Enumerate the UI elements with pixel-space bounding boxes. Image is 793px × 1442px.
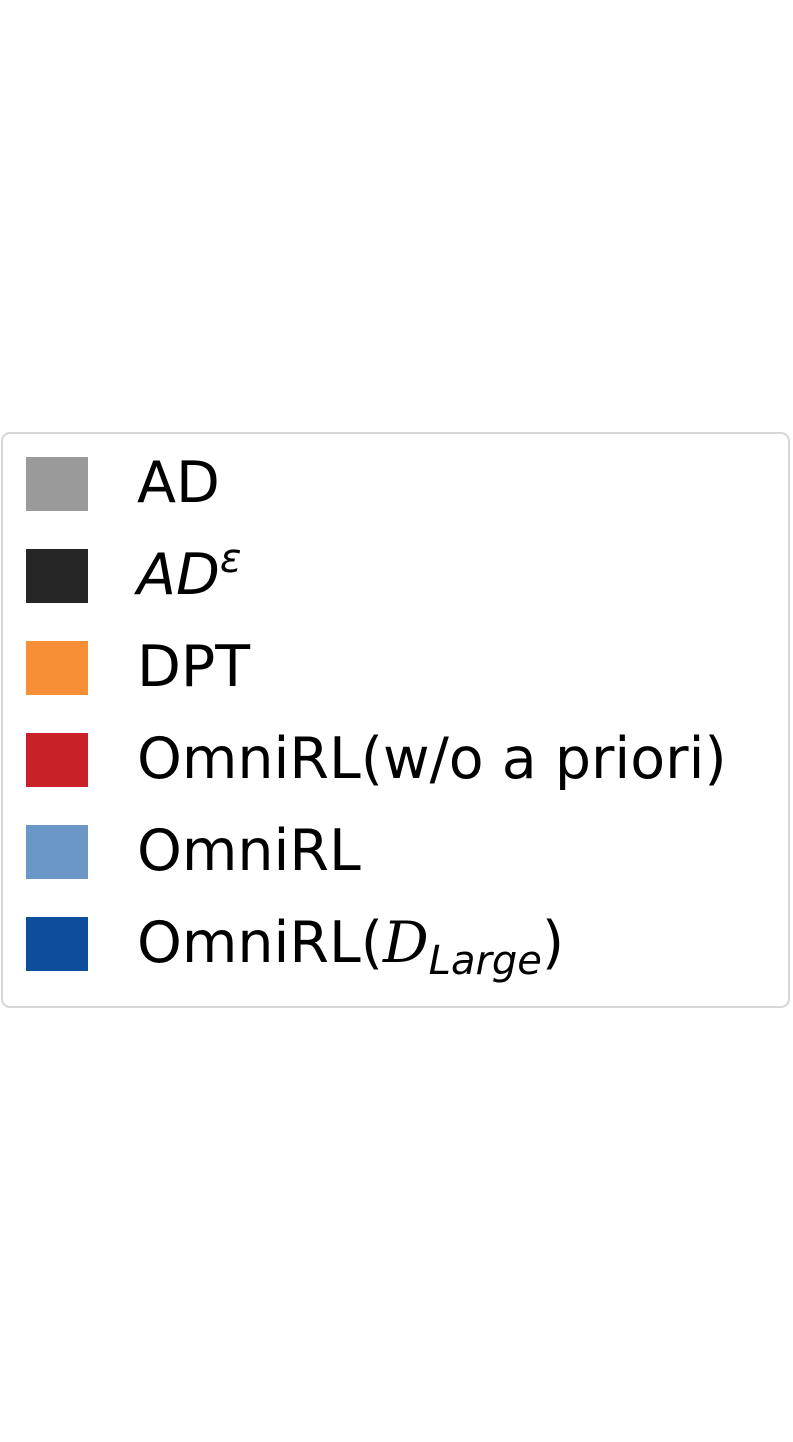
legend-entry-omnirl-dlarge: OmniRL(DLarge) <box>3 910 788 984</box>
legend-label-dpt: DPT <box>137 634 251 700</box>
legend-label-omnirl-dlarge: OmniRL(DLarge) <box>137 910 565 984</box>
legend-label-omnirl-no-prior: OmniRL(w/o a priori) <box>137 726 727 792</box>
legend-entry-ad: AD <box>3 450 788 516</box>
legend-swatch-ad <box>26 457 88 511</box>
legend-entry-omnirl: OmniRL <box>3 818 788 884</box>
legend-label-omnirl: OmniRL <box>137 818 361 884</box>
legend-entry-omnirl-no-prior: OmniRL(w/o a priori) <box>3 726 788 792</box>
legend-swatch-dpt <box>26 641 88 695</box>
legend-entry-ad-epsilon: ADε <box>3 536 788 608</box>
legend-swatch-ad-epsilon <box>26 549 88 603</box>
legend-swatch-omnirl-no-prior <box>26 733 88 787</box>
legend-swatch-omnirl-dlarge <box>26 917 88 971</box>
legend: AD ADε DPT OmniRL(w/o a priori) OmniRL O… <box>1 432 790 1008</box>
legend-label-ad-epsilon: ADε <box>137 536 242 608</box>
legend-label-ad: AD <box>137 450 220 516</box>
legend-swatch-omnirl <box>26 825 88 879</box>
legend-entry-dpt: DPT <box>3 634 788 700</box>
